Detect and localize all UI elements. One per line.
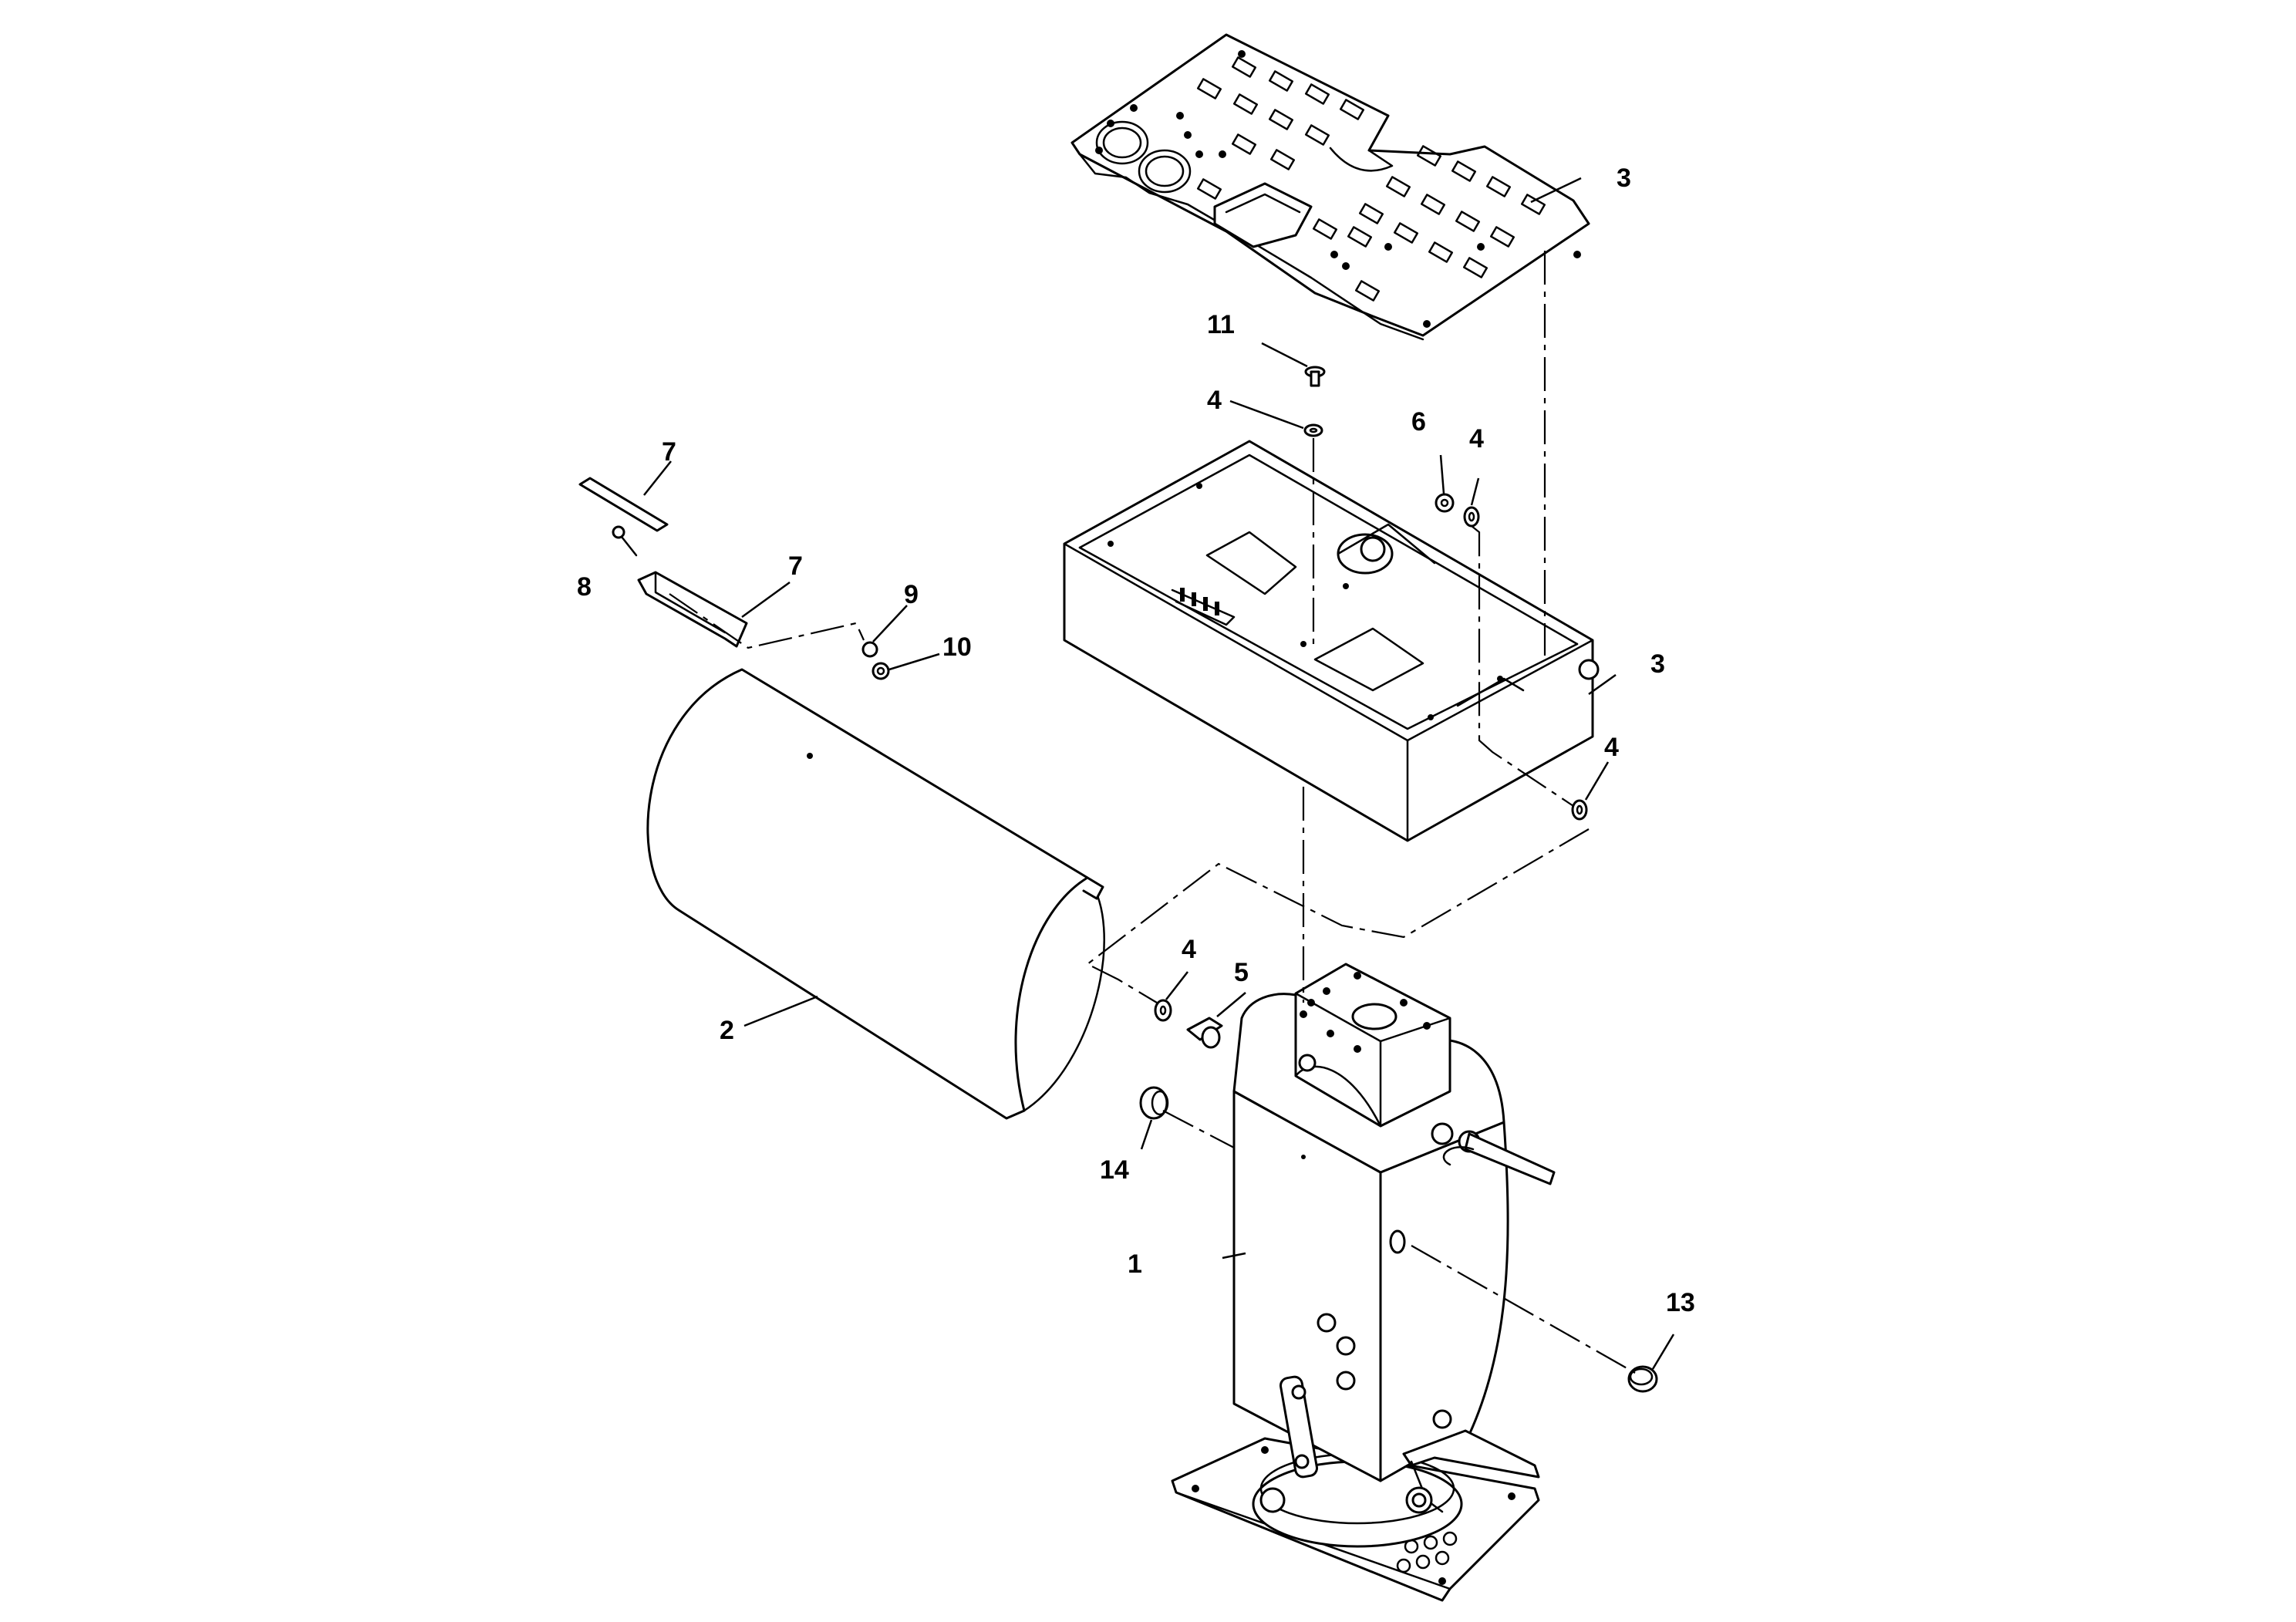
callout-13: 13 (1666, 1288, 1695, 1317)
callout-4-right: 4 (1604, 733, 1619, 762)
callout-3-box: 3 (1650, 649, 1665, 679)
assembly-center-lines (669, 251, 1636, 1374)
seal-strip-part-7 (578, 477, 669, 532)
switch-slots-icon (1196, 56, 1546, 302)
callout-3-panel: 3 (1617, 164, 1631, 193)
control-panel-part-3 (1070, 33, 1590, 341)
callout-9: 9 (904, 580, 919, 609)
screw-part-8 (612, 525, 638, 557)
washer-part-4-mid (1463, 506, 1480, 528)
gauge-right-icon (1138, 149, 1192, 194)
column-part-1 (1171, 963, 1556, 1602)
nut-part-6 (1435, 493, 1455, 513)
callout-10: 10 (942, 632, 972, 662)
screw-part-5 (1186, 1017, 1223, 1049)
callout-5: 5 (1234, 958, 1249, 987)
callout-8: 8 (577, 572, 592, 602)
cover-part-2 (646, 668, 1105, 1120)
callout-7-top: 7 (662, 437, 676, 467)
callout-1: 1 (1128, 1249, 1142, 1279)
washer-part-4-bottom (1154, 999, 1172, 1022)
washer-part-9 (861, 641, 878, 658)
gauge-left-icon (1095, 120, 1149, 165)
cap-part-13 (1627, 1365, 1658, 1393)
callout-labels: 1 2 3 3 4 4 4 4 5 6 7 7 8 9 10 11 13 14 (577, 164, 1695, 1317)
bolt-part-11 (1304, 366, 1326, 387)
callout-14: 14 (1100, 1155, 1129, 1185)
callout-4-top: 4 (1207, 386, 1222, 415)
washer-part-4-top (1303, 423, 1323, 437)
callout-6: 6 (1411, 407, 1426, 437)
callout-4-bottom: 4 (1182, 935, 1196, 964)
callout-7-bottom: 7 (788, 551, 803, 581)
callout-11: 11 (1207, 310, 1235, 339)
nut-part-10 (872, 662, 890, 680)
callout-leaders (643, 177, 1675, 1370)
housing-box-part-3 (1063, 440, 1600, 842)
callout-4-mid: 4 (1469, 424, 1484, 454)
knob-dots-icon (1095, 50, 1581, 328)
callout-2: 2 (720, 1016, 734, 1045)
washer-part-4-right (1571, 799, 1588, 821)
grommet-part-14 (1139, 1086, 1169, 1120)
display-unit-icon (1213, 182, 1313, 248)
